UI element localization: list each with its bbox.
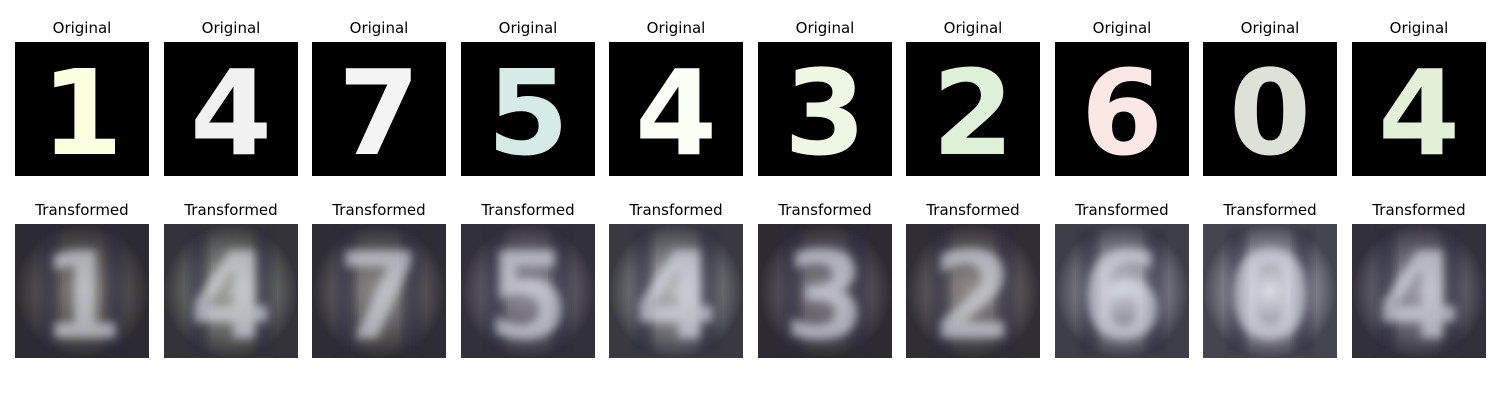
digit-glyph: 2 [931,228,1015,358]
panel-title-transformed: Transformed [1372,201,1466,219]
digit-glyph: 0 [1228,228,1312,358]
panel-title-original: Original [943,19,1003,37]
panel-title-transformed: Transformed [1223,201,1317,219]
digit-glyph: 1 [41,44,123,176]
panel-title-transformed: Transformed [778,201,872,219]
digit-glyph: 6 [1080,228,1164,358]
panel-title-original: Original [646,19,706,37]
panel-title-original: Original [1389,19,1449,37]
transformed-digit-image: 1 [15,224,149,358]
digit-glyph: 3 [784,44,866,176]
panel-title-transformed: Transformed [481,201,575,219]
digit-glyph: 6 [1081,44,1163,176]
digit-glyph: 0 [1229,44,1311,176]
transformed-digit-image: 5 [461,224,595,358]
original-digit-image: 7 [312,42,446,176]
digit-glyph: 3 [783,228,867,358]
original-digit-image: 1 [15,42,149,176]
original-digit-image: 2 [906,42,1040,176]
digit-glyph: 5 [487,44,569,176]
digit-glyph: 2 [932,44,1014,176]
original-digit-image: 6 [1055,42,1189,176]
digit-glyph: 4 [190,44,272,176]
digit-glyph: 4 [1377,228,1461,358]
panel-title-transformed: Transformed [332,201,426,219]
digit-glyph: 5 [486,228,570,358]
panel-title-original: Original [1240,19,1300,37]
original-digit-image: 4 [164,42,298,176]
transformed-digit-image: 7 [312,224,446,358]
panel-title-transformed: Transformed [926,201,1020,219]
panel-title-transformed: Transformed [1075,201,1169,219]
panel-title-original: Original [52,19,112,37]
panel-title-original: Original [349,19,409,37]
transformed-digit-image: 2 [906,224,1040,358]
original-digit-image: 0 [1203,42,1337,176]
panel-title-transformed: Transformed [184,201,278,219]
digit-glyph: 4 [634,228,718,358]
original-digit-image: 5 [461,42,595,176]
digit-glyph: 7 [337,228,421,358]
panel-title-transformed: Transformed [629,201,723,219]
digit-glyph: 4 [189,228,273,358]
original-digit-image: 4 [1352,42,1486,176]
panel-title-transformed: Transformed [35,201,129,219]
transformed-digit-image: 3 [758,224,892,358]
digit-glyph: 1 [40,228,124,358]
panel-title-original: Original [795,19,855,37]
digit-glyph: 7 [338,44,420,176]
digit-glyph: 4 [1378,44,1460,176]
panel-title-original: Original [201,19,261,37]
original-digit-image: 3 [758,42,892,176]
transformed-digit-image: 4 [164,224,298,358]
digit-glyph: 4 [635,44,717,176]
panel-title-original: Original [1092,19,1152,37]
panel-title-original: Original [498,19,558,37]
original-digit-image: 4 [609,42,743,176]
transformed-digit-image: 6 [1055,224,1189,358]
transformed-digit-image: 4 [1352,224,1486,358]
transformed-digit-image: 4 [609,224,743,358]
transformed-digit-image: 0 [1203,224,1337,358]
